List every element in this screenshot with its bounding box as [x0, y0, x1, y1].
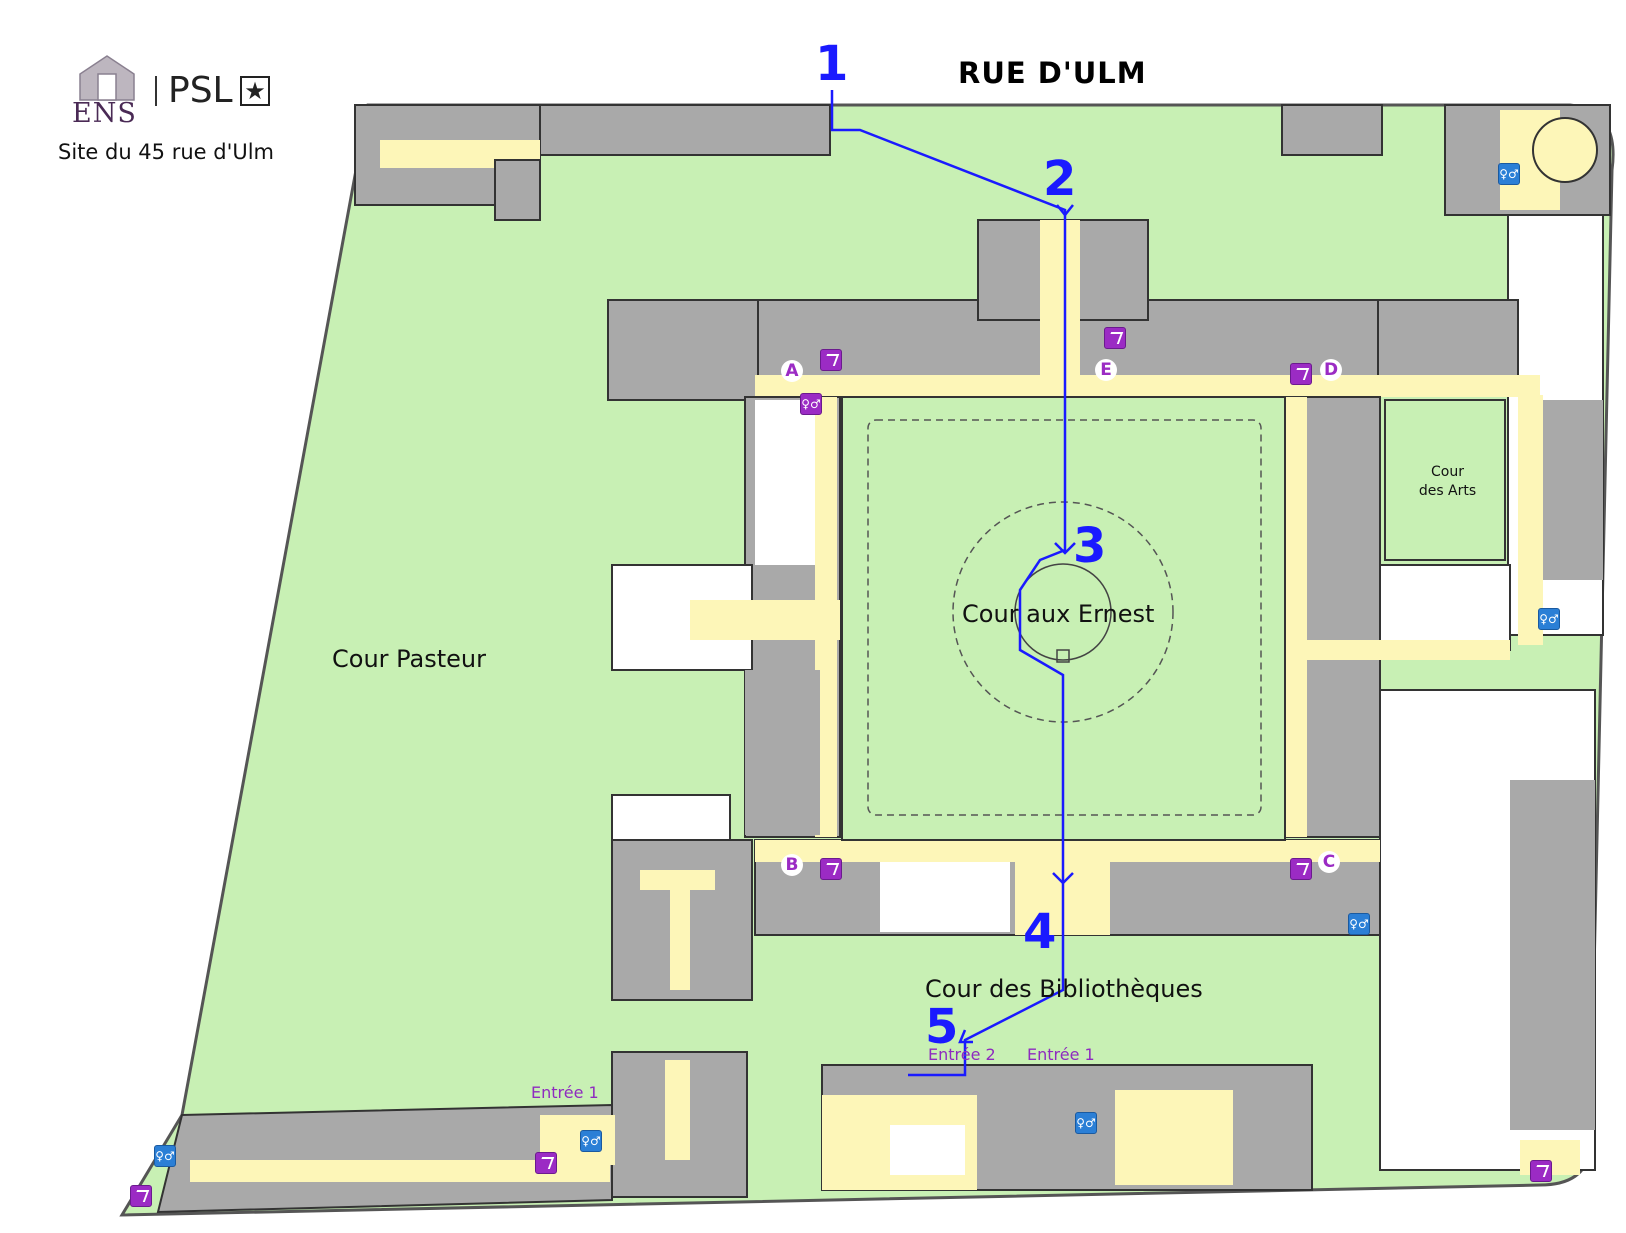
route-step-2: 2	[1043, 151, 1077, 207]
toilet-icon: ♀♂	[1538, 608, 1560, 630]
library-building	[821, 1064, 1313, 1191]
site-label: Site du 45 rue d'Ulm	[58, 140, 275, 164]
ens-logo-text: ENS	[72, 98, 137, 129]
stairs-icon	[130, 1185, 152, 1207]
route-step-1: 1	[815, 36, 849, 92]
stair-letter-c: C	[1318, 851, 1340, 873]
stairs-icon	[1530, 1160, 1552, 1182]
route-arrow-4	[1052, 872, 1074, 885]
cour-des-arts-line1: Cour	[1431, 464, 1464, 480]
south-west-building	[156, 1051, 748, 1214]
cour-aux-ernest-label: Cour aux Ernest	[962, 600, 1155, 628]
cour-des-arts-line2: des Arts	[1418, 483, 1477, 499]
entree-1-library: Entrée 1	[1027, 1045, 1095, 1064]
route-arrow-5	[958, 1029, 973, 1044]
stairs-icon	[1104, 327, 1126, 349]
psl-logo-text: PSL	[168, 70, 233, 111]
main-quadrangle	[607, 219, 1543, 1001]
route-step-5: 5	[925, 999, 959, 1055]
route-step-4: 4	[1023, 904, 1057, 960]
stair-letter-d: D	[1320, 359, 1342, 381]
stair-letter-b: B	[781, 854, 803, 876]
stair-letter-e: E	[1095, 359, 1117, 381]
north-east-corner-building	[1444, 104, 1611, 216]
toilet-icon: ♀♂	[1348, 913, 1370, 935]
route-arrow-2	[1056, 204, 1074, 218]
stairs-icon	[820, 858, 842, 880]
toilet-icon: ♀♂	[580, 1130, 602, 1152]
north-west-wing	[354, 104, 831, 221]
stairs-icon	[1290, 858, 1312, 880]
logo-separator	[155, 76, 157, 106]
route-step-3: 3	[1073, 518, 1107, 574]
entree-1-west: Entrée 1	[531, 1083, 599, 1102]
street-name: RUE D'ULM	[958, 56, 1147, 90]
toilet-icon: ♀♂	[1498, 163, 1520, 185]
cour-pasteur-label: Cour Pasteur	[332, 645, 487, 673]
ens-building-icon	[72, 52, 142, 106]
toilet-icon: ♀♂	[154, 1145, 176, 1167]
stairs-icon	[535, 1152, 557, 1174]
route-arrow-3	[1054, 542, 1076, 555]
cour-des-bibliotheques-label: Cour des Bibliothèques	[925, 975, 1203, 1003]
stairs-icon	[820, 349, 842, 371]
toilet-icon: ♀♂	[1075, 1112, 1097, 1134]
cour-des-arts-label: Cour des Arts	[1405, 463, 1490, 501]
toilet-icon: ♀♂	[800, 393, 822, 415]
stair-letter-a: A	[781, 360, 803, 382]
psl-star-icon: ★	[240, 76, 270, 106]
route-line	[830, 90, 1067, 1077]
stairs-icon	[1290, 363, 1312, 385]
north-east-block	[1281, 104, 1383, 156]
entree-2-library: Entrée 2	[928, 1045, 996, 1064]
